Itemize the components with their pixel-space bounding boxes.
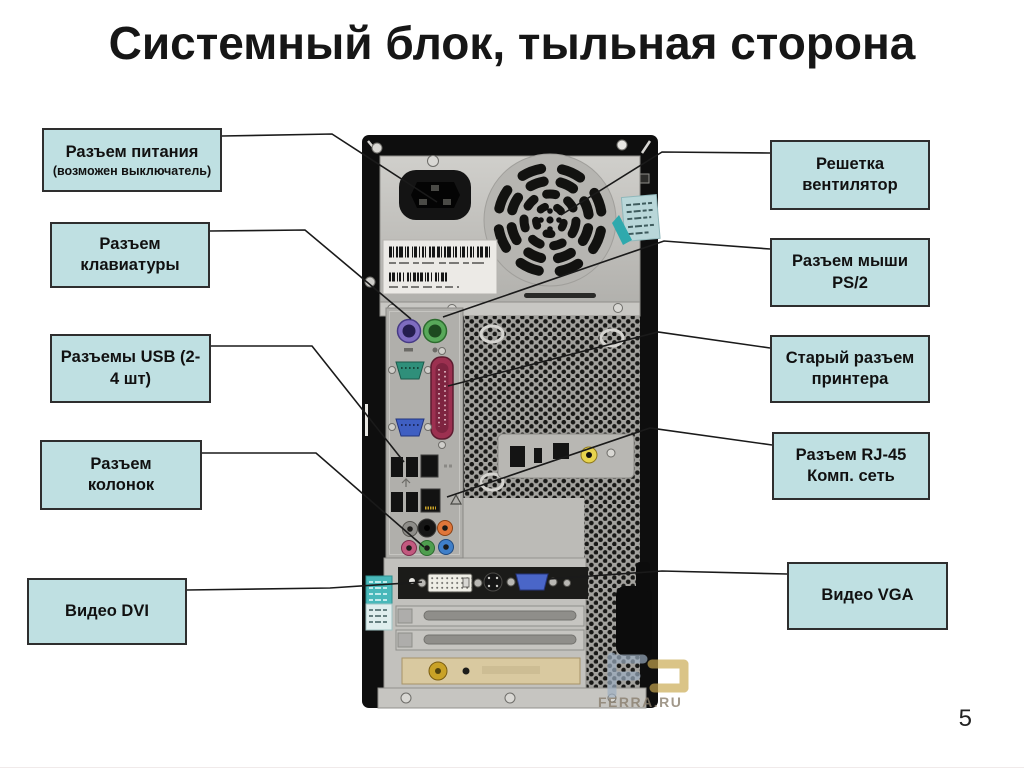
vga-port	[506, 573, 571, 591]
power-inlet	[399, 170, 471, 220]
expansion-area	[377, 557, 647, 709]
callout-line-speakers	[202, 452, 425, 548]
barcode-sticker	[382, 239, 498, 295]
page-number: 5	[958, 705, 972, 732]
rj45-port	[420, 488, 463, 513]
svideo-port	[483, 572, 503, 592]
label-fan-grille: Решетка вентилятор	[770, 140, 930, 210]
callout-line-rj45	[446, 427, 773, 498]
vent-slot	[524, 293, 596, 298]
label-video-vga: Видео VGA	[787, 562, 948, 630]
label-text: Разъем питания	[65, 142, 199, 161]
io-panel	[385, 307, 464, 559]
label-mouse-ps2: Разъем мыши PS/2	[770, 238, 930, 307]
screw	[371, 142, 383, 154]
fan-grille	[483, 153, 617, 287]
audio-jacks	[401, 518, 454, 556]
frame-slit	[365, 404, 368, 436]
frame-hole	[639, 173, 650, 184]
ps2-mouse-port	[422, 318, 448, 344]
callout-line-dvi	[186, 581, 423, 591]
screw	[616, 139, 628, 151]
label-power-connector: Разъем питания (возможен выключатель)	[42, 128, 222, 192]
label-usb-connectors: Разъемы USB (2- 4 шт)	[50, 334, 211, 403]
keyboard-icon	[404, 348, 413, 352]
dvi-port	[417, 573, 483, 593]
label-text: Разъемы USB (2- 4 шт)	[60, 348, 201, 388]
watermark-text: FERRA.RU	[598, 694, 682, 710]
label-text: Разъем колонок	[87, 454, 155, 494]
label-keyboard-connector: Разъем клавиатуры	[50, 222, 210, 288]
mouse-icon	[432, 347, 438, 353]
callout-lines	[186, 133, 788, 591]
callout-line-printer	[447, 331, 771, 387]
callout-line-keyboard	[209, 229, 412, 320]
label-text: Видео VGA	[821, 586, 914, 605]
label-video-dvi: Видео DVI	[27, 578, 187, 645]
parallel-port	[430, 347, 454, 449]
screw	[427, 155, 439, 167]
video-card-bracket	[398, 567, 588, 599]
left-edge-sticker	[365, 575, 393, 631]
panel-filler	[462, 498, 586, 560]
onboard-vga-port	[388, 418, 432, 437]
label-text: Старый разъем принтера	[785, 348, 915, 388]
callout-line-fan	[560, 151, 771, 216]
callout-line-usb	[211, 345, 405, 463]
label-text: Решетка вентилятор	[802, 154, 898, 194]
psu-panel	[379, 153, 661, 303]
callout-line-mouse	[442, 240, 771, 318]
label-rj45-network: Разъем RJ-45 Комп. сеть	[772, 432, 930, 500]
serial-port	[388, 361, 432, 380]
network-icon	[449, 493, 463, 505]
label-text: Видео DVI	[65, 601, 149, 620]
antenna-bracket	[401, 657, 581, 685]
label-printer-connector: Старый разъем принтера	[770, 335, 930, 403]
label-text: Разъем RJ-45 Комп. сеть	[795, 445, 907, 485]
callout-line-power	[221, 133, 438, 203]
slot-cover	[395, 629, 585, 651]
page-title: Системный блок, тыльная сторона	[108, 17, 916, 69]
callout-line-vga	[548, 570, 788, 580]
ps2-keyboard-port	[396, 318, 422, 344]
bottom-rail	[377, 687, 647, 709]
stamped-rings	[479, 324, 625, 492]
warranty-sticker	[620, 193, 661, 242]
cable-clamp-arm	[636, 562, 650, 592]
watermark-logo: FERRA.RU	[598, 652, 689, 710]
screw	[364, 276, 376, 288]
cable-clamp	[616, 586, 652, 656]
warranty-sticker-tab	[612, 215, 632, 245]
label-text: Разъем клавиатуры	[80, 234, 180, 274]
label-subtext: (возможен выключатель)	[52, 164, 212, 179]
label-text: Разъем мыши PS/2	[792, 252, 908, 292]
slot-cover	[395, 605, 585, 627]
label-speaker-connector: Разъем колонок	[40, 440, 202, 510]
usb-ports	[391, 454, 452, 512]
computer-case: FERRA.RU	[362, 135, 689, 710]
